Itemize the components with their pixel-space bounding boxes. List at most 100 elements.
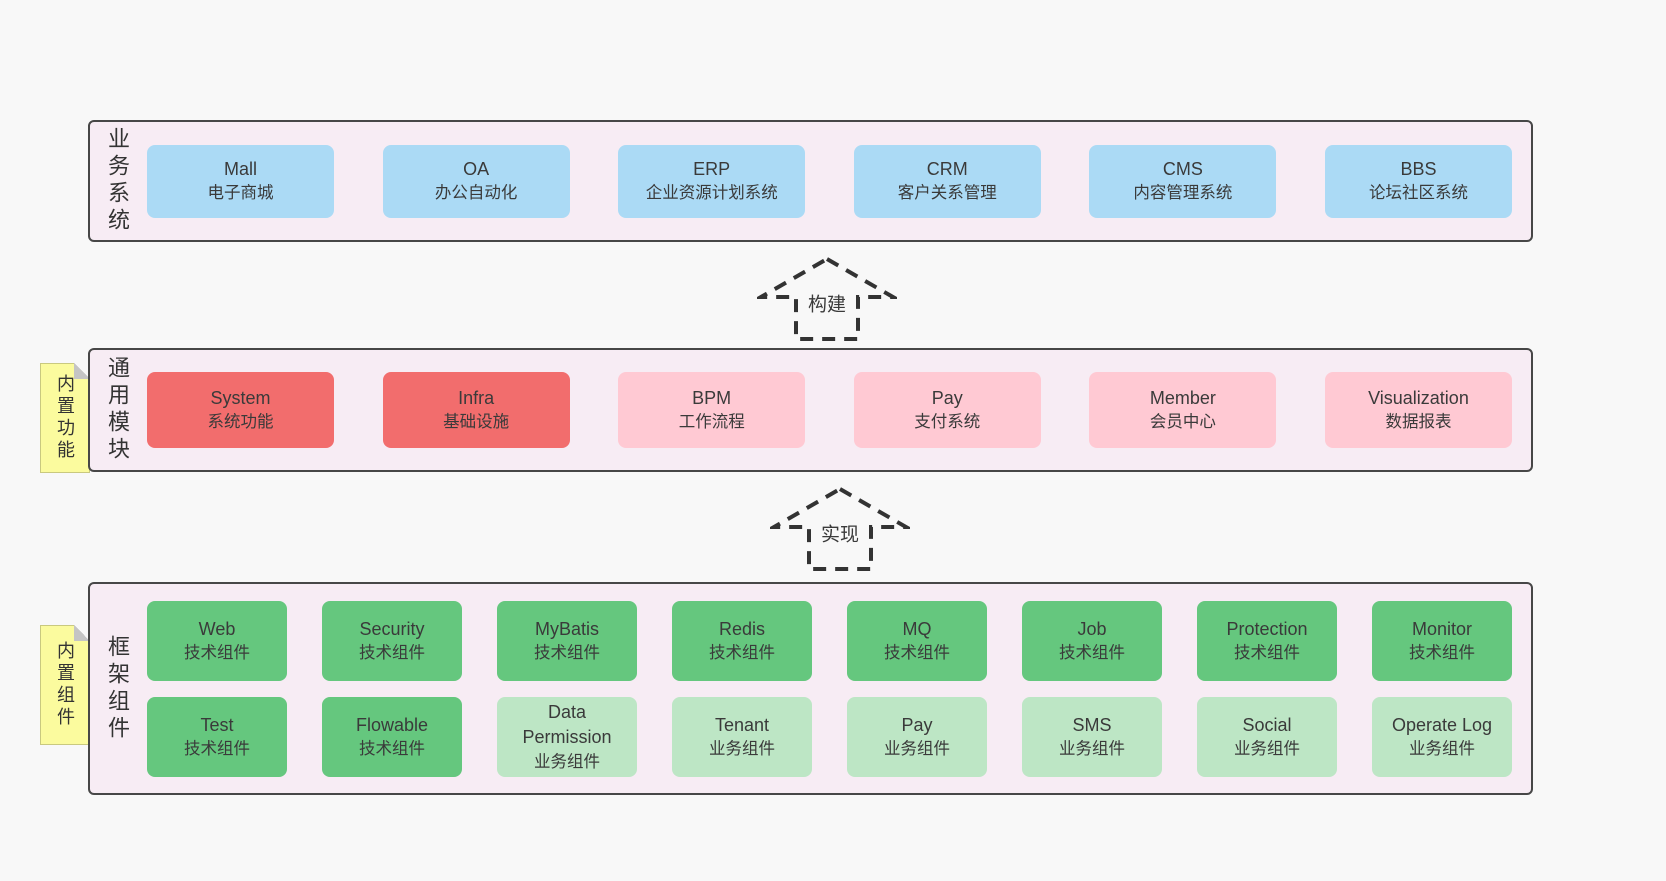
box-crm: CRM 客户关系管理 xyxy=(853,144,1041,218)
box-title: ERP xyxy=(693,158,731,179)
box-row: Mall 电子商城 OA 办公自动化 ERP 企业资源计划系统 CRM 客户关系… xyxy=(147,122,1512,240)
box-subtitle: 技术组件 xyxy=(1059,644,1125,663)
box-cms: CMS 内容管理系统 xyxy=(1089,144,1277,218)
box-subtitle: 客户关系管理 xyxy=(897,184,997,203)
box-oa: OA 办公自动化 xyxy=(382,144,570,218)
box-title: CRM xyxy=(926,158,968,179)
box-title: MQ xyxy=(902,618,932,639)
layer-framework-components: 框架组件 Web 技术组件 Security 技术组件 MyBatis 技术组件… xyxy=(88,582,1533,795)
box-subtitle: 技术组件 xyxy=(534,644,600,663)
box-title: Pay xyxy=(931,387,963,408)
sticky-note-text: 内置功能 xyxy=(55,374,75,462)
box-title: Pay xyxy=(901,714,933,735)
box-tenant: Tenant 业务组件 xyxy=(672,697,812,777)
box-subtitle: 支付系统 xyxy=(914,413,981,432)
box-test: Test 技术组件 xyxy=(147,697,287,777)
layer-common-modules: 通用模块 System 系统功能 Infra 基础设施 BPM 工作流程 Pay… xyxy=(88,348,1533,472)
box-title: Infra xyxy=(458,387,495,408)
box-title: MyBatis xyxy=(534,618,599,639)
box-member: Member 会员中心 xyxy=(1089,372,1277,448)
box-title: Web xyxy=(198,618,236,639)
layer-label: 业务系统 xyxy=(105,127,130,235)
box-security: Security 技术组件 xyxy=(322,601,462,681)
box-subtitle: 基础设施 xyxy=(443,413,510,432)
box-sms: SMS 业务组件 xyxy=(1022,697,1162,777)
box-web: Web 技术组件 xyxy=(147,601,287,681)
box-subtitle: 办公自动化 xyxy=(434,184,518,203)
box-subtitle: 会员中心 xyxy=(1149,413,1216,432)
box-pay: Pay 业务组件 xyxy=(847,697,987,777)
implement-arrow-icon: 实现 xyxy=(770,485,910,573)
box-flowable: Flowable 技术组件 xyxy=(322,697,462,777)
box-grid: Web 技术组件 Security 技术组件 MyBatis 技术组件 Redi… xyxy=(147,601,1512,777)
box-title: Protection xyxy=(1226,618,1308,639)
box-subtitle: 技术组件 xyxy=(359,740,425,759)
box-system: System 系统功能 xyxy=(147,372,334,448)
box-subtitle: 企业资源计划系统 xyxy=(645,184,778,203)
box-title: Test xyxy=(200,714,234,735)
box-title: Flowable xyxy=(355,714,429,735)
box-title: CMS xyxy=(1162,158,1203,179)
box-infra: Infra 基础设施 xyxy=(382,372,570,448)
box-title: Data Permission xyxy=(522,701,612,748)
box-title: Visualization xyxy=(1368,387,1469,408)
box-title: System xyxy=(210,387,271,408)
box-bbs: BBS 论坛社区系统 xyxy=(1324,144,1512,218)
box-subtitle: 数据报表 xyxy=(1385,413,1452,432)
box-mybatis: MyBatis 技术组件 xyxy=(497,601,637,681)
box-subtitle: 业务组件 xyxy=(709,740,775,759)
box-subtitle: 系统功能 xyxy=(207,413,274,432)
layer-label: 框架组件 xyxy=(105,634,130,743)
box-subtitle: 工作流程 xyxy=(678,413,745,432)
box-bpm: BPM 工作流程 xyxy=(618,372,806,448)
box-title: OA xyxy=(463,158,490,179)
layer-label: 通用模块 xyxy=(105,356,130,464)
sticky-note-built-in-components: 内置组件 xyxy=(40,625,90,745)
box-title: Member xyxy=(1149,387,1216,408)
box-subtitle: 论坛社区系统 xyxy=(1368,184,1468,203)
box-subtitle: 技术组件 xyxy=(884,644,950,663)
box-subtitle: 电子商城 xyxy=(207,184,274,203)
box-row: Web 技术组件 Security 技术组件 MyBatis 技术组件 Redi… xyxy=(147,601,1512,681)
box-subtitle: 技术组件 xyxy=(359,644,425,663)
box-subtitle: 技术组件 xyxy=(184,740,250,759)
box-protection: Protection 技术组件 xyxy=(1197,601,1337,681)
box-mq: MQ 技术组件 xyxy=(847,601,987,681)
folded-corner-icon xyxy=(74,625,90,641)
box-title: Tenant xyxy=(714,714,770,735)
box-title: Monitor xyxy=(1411,618,1473,639)
arrow-label: 实现 xyxy=(817,518,863,548)
box-title: Security xyxy=(359,618,425,639)
arrow-label: 构建 xyxy=(804,288,850,318)
box-subtitle: 业务组件 xyxy=(1409,740,1475,759)
box-visualization: Visualization 数据报表 xyxy=(1324,372,1512,448)
box-erp: ERP 企业资源计划系统 xyxy=(618,144,806,218)
box-subtitle: 业务组件 xyxy=(1234,740,1300,759)
box-pay: Pay 支付系统 xyxy=(853,372,1041,448)
layer-business-systems: 业务系统 Mall 电子商城 OA 办公自动化 ERP 企业资源计划系统 CRM… xyxy=(88,120,1533,242)
box-mall: Mall 电子商城 xyxy=(147,144,334,218)
box-subtitle: 内容管理系统 xyxy=(1133,184,1233,203)
box-title: Job xyxy=(1077,618,1107,639)
box-title: BPM xyxy=(692,387,732,408)
box-title: Redis xyxy=(718,618,766,639)
box-title: SMS xyxy=(1072,714,1112,735)
box-title: Mall xyxy=(223,158,257,179)
box-job: Job 技术组件 xyxy=(1022,601,1162,681)
box-monitor: Monitor 技术组件 xyxy=(1372,601,1512,681)
box-title: Social xyxy=(1242,714,1292,735)
box-subtitle: 业务组件 xyxy=(1059,740,1125,759)
box-subtitle: 业务组件 xyxy=(534,752,600,771)
box-title: Operate Log xyxy=(1391,714,1493,735)
box-social: Social 业务组件 xyxy=(1197,697,1337,777)
box-row: Test 技术组件 Flowable 技术组件 Data Permission … xyxy=(147,697,1512,777)
box-subtitle: 业务组件 xyxy=(884,740,950,759)
box-redis: Redis 技术组件 xyxy=(672,601,812,681)
build-arrow-icon: 构建 xyxy=(757,255,897,343)
box-subtitle: 技术组件 xyxy=(184,644,250,663)
sticky-note-built-in-features: 内置功能 xyxy=(40,363,90,473)
box-subtitle: 技术组件 xyxy=(1234,644,1300,663)
folded-corner-icon xyxy=(74,363,90,379)
box-operate-log: Operate Log 业务组件 xyxy=(1372,697,1512,777)
box-subtitle: 技术组件 xyxy=(709,644,775,663)
